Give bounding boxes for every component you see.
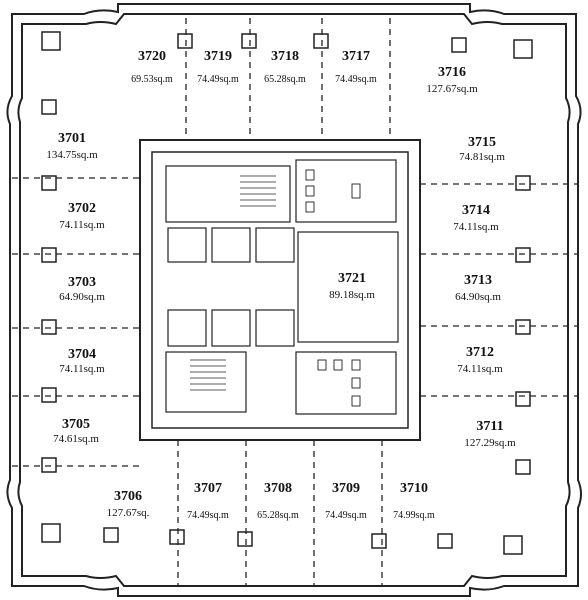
inner-wall [17,13,571,587]
unit-3716: 3716 127.67sq.m [426,65,478,95]
core-inner [151,151,409,429]
svg-text:3707: 3707 [194,481,222,496]
svg-text:64.90sq.m: 64.90sq.m [59,291,105,303]
svg-text:65.28sq.m: 65.28sq.m [257,510,299,521]
svg-text:74.49sq.m: 74.49sq.m [197,74,239,85]
svg-text:3719: 3719 [204,49,232,64]
svg-text:3716: 3716 [438,65,466,80]
svg-text:3702: 3702 [68,201,96,216]
lower-restroom [295,351,397,415]
unit-3721: 3721 89.18sq.m [329,271,375,301]
unit-3717: 3717 74.49sq.m [335,49,377,85]
svg-text:3712: 3712 [466,345,494,360]
svg-text:64.90sq.m: 64.90sq.m [455,291,501,303]
upper-stair [165,165,291,223]
svg-text:74.81sq.m: 74.81sq.m [459,151,505,163]
unit-3702: 3702 74.11sq.m [59,201,105,231]
unit-3705: 3705 74.61sq.m [53,417,99,445]
svg-text:74.11sq.m: 74.11sq.m [453,221,499,233]
svg-text:74.49sq.m: 74.49sq.m [325,510,367,521]
lower-stair [165,351,247,413]
unit-3714: 3714 74.11sq.m [453,203,499,233]
unit-3713: 3713 64.90sq.m [455,273,501,303]
upper-restroom [295,159,397,223]
svg-text:3703: 3703 [68,275,96,290]
svg-text:3709: 3709 [332,481,360,496]
unit-3709: 3709 74.49sq.m [325,481,367,521]
svg-text:3715: 3715 [468,135,496,150]
unit-3712: 3712 74.11sq.m [457,345,503,375]
svg-text:69.53sq.m: 69.53sq.m [131,74,173,85]
unit-3703: 3703 64.90sq.m [59,275,105,303]
unit-3710: 3710 74.99sq.m [393,481,435,521]
core-outer [139,139,421,441]
svg-text:3714: 3714 [462,203,490,218]
unit-3707: 3707 74.49sq.m [187,481,229,521]
unit-3711: 3711 127.29sq.m [464,419,516,449]
svg-text:3704: 3704 [68,347,96,362]
lift-3 [255,227,295,263]
lift-4 [167,309,207,347]
svg-text:127.67sq.m: 127.67sq.m [426,83,478,95]
unit-3704: 3704 74.11sq.m [59,347,105,375]
svg-text:3720: 3720 [138,49,166,64]
unit-3701: 3701 134.75sq.m [46,131,98,161]
svg-text:89.18sq.m: 89.18sq.m [329,289,375,301]
svg-text:74.11sq.m: 74.11sq.m [59,219,105,231]
svg-text:74.49sq.m: 74.49sq.m [187,510,229,521]
unit-3706: 3706 127.67sq. [107,489,150,519]
unit-3719: 3719 74.49sq.m [197,49,239,85]
unit-3718: 3718 65.28sq.m [264,49,306,85]
unit-3720: 3720 69.53sq.m [131,49,173,85]
lift-2 [211,227,251,263]
svg-text:74.49sq.m: 74.49sq.m [335,74,377,85]
lobby-3721 [297,231,399,343]
lift-6 [255,309,295,347]
svg-text:3706: 3706 [114,489,142,504]
svg-text:3713: 3713 [464,273,492,288]
svg-text:74.61sq.m: 74.61sq.m [53,433,99,445]
svg-text:74.11sq.m: 74.11sq.m [457,363,503,375]
svg-text:127.67sq.: 127.67sq. [107,507,150,519]
unit-3708: 3708 65.28sq.m [257,481,299,521]
svg-text:74.11sq.m: 74.11sq.m [59,363,105,375]
svg-text:74.99sq.m: 74.99sq.m [393,510,435,521]
svg-text:3711: 3711 [476,419,503,434]
svg-text:3710: 3710 [400,481,428,496]
svg-text:65.28sq.m: 65.28sq.m [264,74,306,85]
unit-partitions [12,18,578,586]
outer-wall [6,3,582,597]
svg-text:134.75sq.m: 134.75sq.m [46,149,98,161]
svg-text:127.29sq.m: 127.29sq.m [464,437,516,449]
svg-text:3717: 3717 [342,49,370,64]
svg-text:3701: 3701 [58,131,86,146]
unit-labels: 3720 69.53sq.m 3719 74.49sq.m 3718 65.28… [46,49,516,521]
svg-text:3708: 3708 [264,481,292,496]
lift-5 [211,309,251,347]
svg-text:3718: 3718 [271,49,299,64]
svg-text:3705: 3705 [62,417,90,432]
unit-3715: 3715 74.81sq.m [459,135,505,163]
lift-1 [167,227,207,263]
svg-text:3721: 3721 [338,271,366,286]
